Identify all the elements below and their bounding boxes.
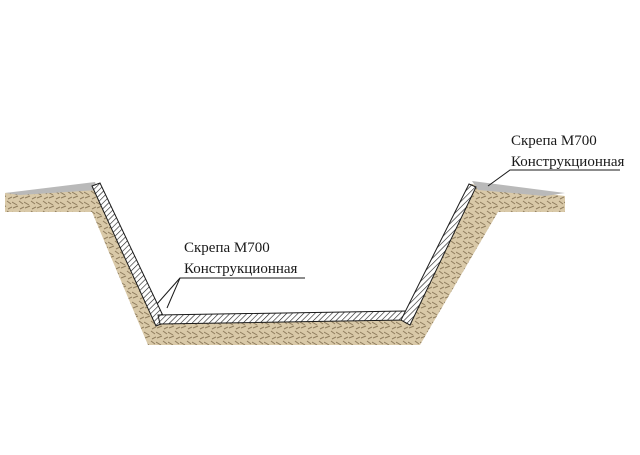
left-label-line1: Скрепа М700 [184, 240, 270, 256]
left-slope-shadow [5, 182, 98, 195]
left-leader-line-2 [156, 277, 181, 305]
right-leader-line [487, 169, 620, 187]
left-leader-line [166, 277, 305, 309]
soil-mass [5, 184, 565, 345]
right-label-line2: Конструкционная [511, 154, 625, 170]
right-wall-lining [400, 183, 477, 326]
right-label-line1: Скрепа М700 [511, 133, 597, 149]
left-label-line2: Конструкционная [184, 261, 298, 277]
left-wall-lining [91, 182, 167, 327]
right-slope-shadow [472, 181, 565, 196]
